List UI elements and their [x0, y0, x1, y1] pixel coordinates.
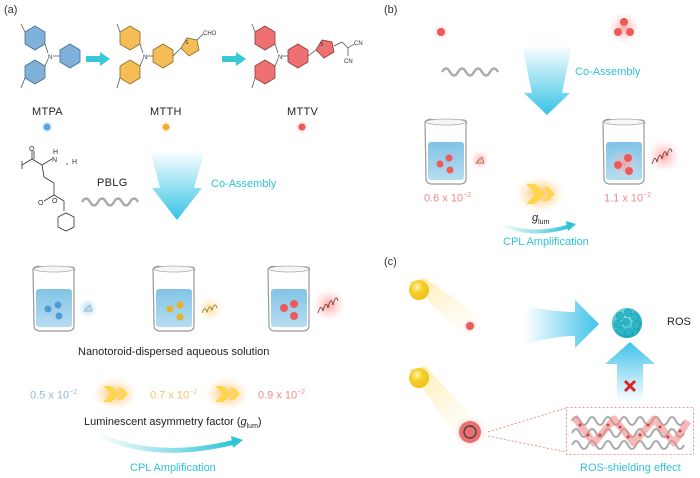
pblg-helix-icon-b [440, 67, 500, 77]
svg-text:N: N [278, 55, 282, 61]
cho-group: CHO [203, 31, 217, 37]
single-nanoparticle-icon [433, 24, 449, 40]
svg-text:H: H [53, 149, 58, 156]
amplification-chevron-b [515, 176, 565, 212]
svg-text:S: S [185, 40, 189, 46]
glum-value-mttv: 0.9 x 10−2 [258, 389, 306, 402]
nanoparticle-unshielded [462, 318, 478, 334]
glum-value-b-left: 0.6 x 10−2 [424, 192, 472, 205]
shielded-nanotoroid-icon [453, 415, 487, 449]
svg-text:O: O [52, 198, 58, 205]
pblg-label: PBLG [97, 177, 128, 189]
beaker-mtpa [32, 265, 98, 332]
pblg-helix-icon [80, 197, 140, 207]
ros-cluster-icon [612, 308, 642, 338]
mtpa-nanoparticle-icon [40, 120, 54, 134]
cpl-curve-arrow-b [499, 221, 576, 234]
panel-c-label: (c) [384, 256, 397, 268]
glum-symbol-b: glum [532, 212, 550, 227]
glum-value-mtpa: 0.5 x 10−2 [30, 389, 78, 402]
mtth-structure: N S CHO [116, 23, 217, 89]
cpl-label-a: CPL Amplification [130, 462, 216, 474]
co-assembly-arrow [150, 150, 205, 220]
cpl-curve-arrow-a [95, 431, 243, 453]
mtpa-ring-bottom [24, 59, 46, 85]
beaker-mtth [152, 265, 223, 332]
svg-text:S: S [320, 42, 324, 48]
blocked-x-icon [624, 380, 636, 392]
reaction-arrow-2 [222, 52, 246, 66]
glum-value-b-right: 1.1 x 10−2 [604, 192, 652, 205]
clustered-nanoparticles-icon [608, 12, 640, 44]
asymmetry-factor-caption: Luminescent asymmetry factor (glum) [84, 416, 262, 431]
mtpa-ring-top [24, 25, 46, 51]
panel-b-label: (b) [384, 4, 398, 16]
svg-text:H: H [72, 159, 77, 166]
shielding-inset [566, 407, 694, 455]
svg-text:O: O [38, 200, 44, 207]
panel-a-label: (a) [4, 4, 18, 16]
cpl-label-b: CPL Amplification [503, 236, 589, 248]
beaker-mttv [267, 265, 346, 332]
co-assembly-label-b: Co-Assembly [575, 66, 641, 78]
molecule-name-mtpa: MTPA [32, 106, 63, 118]
co-assembly-label-a: Co-Assembly [211, 178, 277, 190]
svg-text:N: N [143, 55, 147, 61]
mttv-nanoparticle-icon [295, 120, 309, 134]
beaker-b-left [424, 118, 490, 185]
svg-text:N: N [52, 157, 57, 164]
svg-text:O: O [29, 146, 35, 153]
reaction-arrow-1 [86, 52, 110, 66]
mtpa-ring-right [59, 43, 81, 69]
svg-text:N: N [48, 55, 52, 61]
mtth-nanoparticle-icon [159, 120, 173, 134]
mttv-structure: N S CN CN [251, 23, 363, 89]
beaker-b-right [602, 118, 681, 185]
zoom-lines [487, 407, 567, 453]
svg-text:n: n [66, 161, 68, 166]
cn-group-1: CN [354, 41, 363, 47]
ros-label: ROS [667, 316, 691, 328]
molecule-name-mtth: MTTH [150, 106, 182, 118]
pblg-structure: O H N n H O O [21, 146, 77, 232]
amplification-chevron-1 [93, 378, 137, 410]
shielding-label: ROS-shielding effect [580, 462, 681, 474]
mtpa-structure: N [20, 23, 81, 89]
ros-generation-arrow [525, 300, 599, 348]
solution-caption: Nanotoroid-dispersed aqueous solution [78, 346, 270, 358]
co-assembly-arrow-b [522, 45, 572, 115]
glum-value-mtth: 0.7 x 10−2 [150, 389, 198, 402]
cn-group-2: CN [344, 59, 353, 65]
blocked-ros-arrow [605, 342, 655, 402]
molecule-name-mttv: MTTV [287, 106, 319, 118]
amplification-chevron-2 [205, 378, 249, 410]
